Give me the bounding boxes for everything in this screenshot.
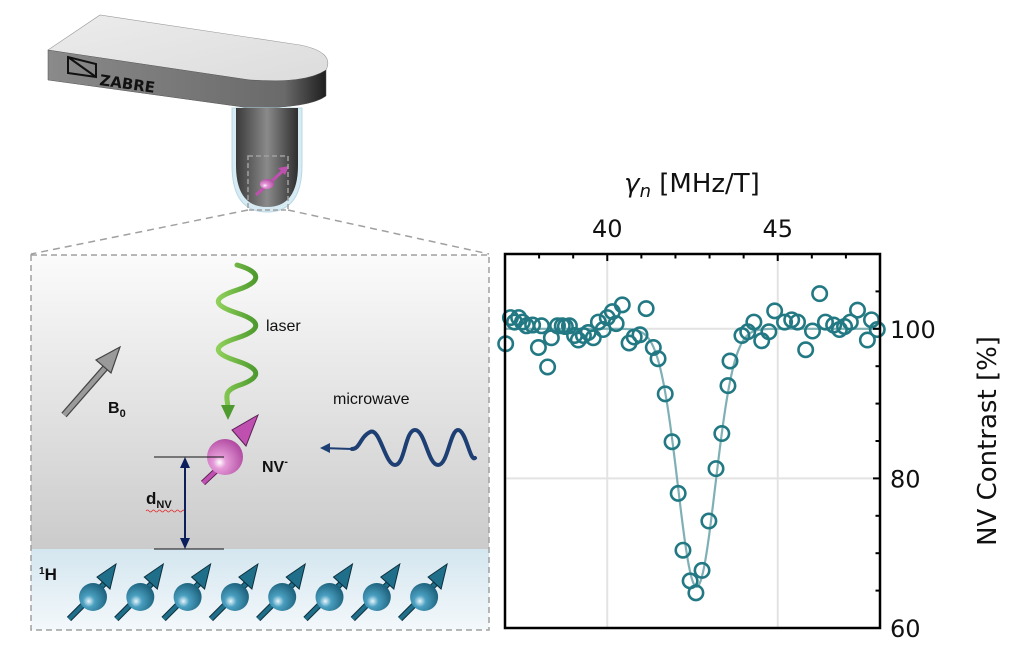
b0-field-arrow-icon	[61, 345, 122, 418]
data-point	[797, 341, 815, 359]
data-point	[788, 313, 806, 331]
data-point	[721, 352, 739, 370]
data-point	[663, 433, 681, 451]
nv-label: NV-	[262, 456, 288, 476]
tick-labels: 40 45 60 80 100	[592, 215, 936, 643]
x-axis-symbol: γ	[624, 169, 641, 199]
data-points	[497, 285, 886, 602]
data-point	[584, 329, 602, 347]
microwave-wave-icon	[320, 427, 477, 468]
nv-schematic: laser B0 microwave NV-	[30, 254, 490, 631]
data-point	[669, 484, 687, 502]
x-tick-label: 45	[762, 215, 793, 243]
data-point	[719, 377, 737, 395]
spellcheck-underline	[145, 509, 185, 513]
schematic-frame	[30, 254, 490, 631]
data-point	[848, 301, 866, 319]
y-axis-title: NV Contrast [%]	[973, 336, 1003, 546]
nmr-spectrum-chart: 40 45 60 80 100 γn [MHz/T] NV Contrast [%]	[497, 169, 1003, 643]
data-point	[548, 317, 566, 335]
ticks	[504, 253, 881, 629]
plot-area	[505, 254, 880, 628]
data-point	[858, 331, 876, 349]
data-point	[841, 313, 859, 331]
b0-label-main: B	[108, 400, 120, 417]
zoom-connector-right	[287, 209, 490, 255]
data-point	[532, 317, 550, 335]
proton-spin-row	[66, 562, 448, 622]
b0-label: B0	[108, 400, 126, 420]
data-point	[529, 338, 547, 356]
laser-beam-icon	[215, 262, 259, 420]
data-point	[524, 316, 542, 334]
data-point	[656, 385, 674, 403]
microwave-label: microwave	[333, 391, 410, 408]
proton-spin-icon	[397, 562, 448, 622]
b0-label-sub: 0	[120, 408, 126, 420]
y-tick-label: 60	[890, 615, 921, 643]
x-tick-label: 40	[592, 215, 623, 243]
data-point	[539, 358, 557, 376]
data-point	[766, 302, 784, 320]
dnv-label: dNV	[146, 489, 172, 511]
data-point	[607, 315, 625, 333]
tip-nv-spin-icon	[255, 166, 289, 197]
zoom-connector-left	[30, 209, 249, 255]
nv-depth-marker	[154, 456, 224, 550]
proton-spin-icon	[66, 562, 117, 622]
data-point	[776, 313, 794, 331]
data-point	[513, 313, 531, 331]
data-point	[816, 313, 834, 331]
proton-spin-icon	[114, 562, 165, 622]
data-point	[637, 300, 655, 318]
dnv-label-sub: NV	[156, 499, 172, 511]
data-point	[713, 425, 731, 443]
cantilever-probe: ZABRE	[47, 14, 329, 213]
y-tick-label: 100	[890, 316, 936, 344]
data-point	[693, 561, 711, 579]
nv-label-sup: -	[284, 456, 288, 468]
data-point	[613, 296, 631, 314]
data-point	[868, 321, 886, 339]
data-point	[687, 584, 705, 602]
proton-spin-icon	[350, 562, 401, 622]
data-point	[560, 317, 578, 335]
diamond-region	[31, 255, 489, 549]
data-point	[760, 323, 778, 341]
x-axis-title: γn [MHz/T]	[624, 169, 760, 202]
proton-spin-icon	[161, 562, 212, 622]
data-point	[674, 541, 692, 559]
diamond-tip	[236, 108, 298, 207]
proton-spin-icon	[303, 562, 354, 622]
laser-label: laser	[266, 318, 301, 335]
nv-center-spin-icon	[200, 413, 259, 486]
dnv-label-main: d	[146, 489, 156, 508]
x-axis-subscript: n	[640, 181, 651, 202]
data-point	[631, 326, 649, 344]
zoom-region-box	[247, 155, 289, 211]
data-point	[745, 313, 763, 331]
proton-label-sup: 1	[39, 566, 45, 577]
data-point	[700, 512, 718, 530]
y-tick-label: 80	[890, 465, 921, 493]
data-point	[649, 350, 667, 368]
proton-label-main: H	[45, 565, 57, 584]
proton-spin-icon	[208, 562, 259, 622]
data-point	[707, 460, 725, 478]
proton-spin-icon	[256, 562, 306, 622]
proton-label: 1H	[39, 565, 57, 584]
nv-label-main: NV	[262, 459, 285, 476]
x-axis-unit: [MHz/T]	[651, 169, 760, 199]
data-point	[811, 285, 829, 303]
data-point	[803, 322, 821, 340]
